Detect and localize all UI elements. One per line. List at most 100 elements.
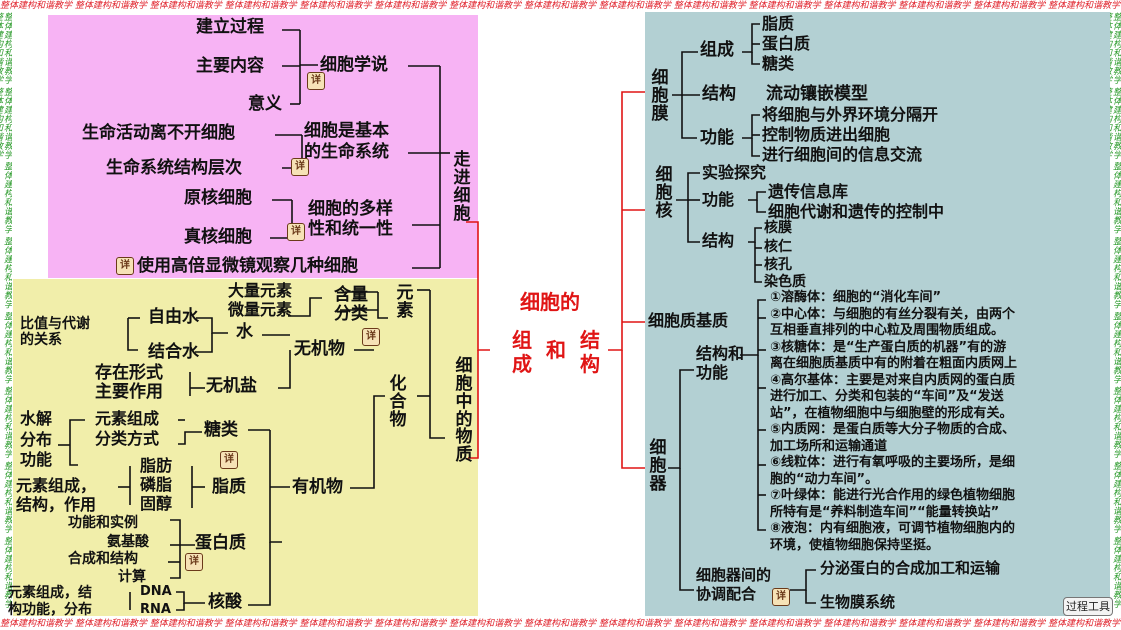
detail-badge-sugar[interactable]: 详 [220,451,238,469]
organelle-line: ⑧液泡：内有细胞液，可调节植物细胞内的 [770,521,1016,536]
node-nucleic: 核酸 [208,592,242,612]
leaf-chromatin: 染色质 [764,274,806,290]
leaf-protein-m: 蛋白质 [762,34,811,53]
node-nucleus-struct: 结构 [702,231,735,250]
center-title-gou: 构 [580,352,600,376]
node-struct-func-1: 结构和 [696,344,745,363]
organelle-line: 离在细胞质基质中有的附着在粗面内质网上 [770,356,1018,371]
leaf-salt-role: 主要作用 [95,382,163,402]
root-substances: 细胞中的物质 [455,356,473,466]
watermark-bottom: 整体建构和谐教学 整体建构和谐教学 整体建构和谐教学 整体建构和谐教学 整体建构… [0,619,1121,629]
node-organic: 有机物 [292,477,343,497]
node-cell-theory: 细胞学说 [320,55,388,75]
leaf-nuclear-membrane: 核膜 [764,220,792,236]
leaf-life-activity: 生命活动离不开细胞 [82,123,235,143]
leaf-control-center: 细胞代谢和遗传的控制中 [768,202,945,221]
node-protein: 蛋白质 [195,533,246,553]
leaf-sugar-m: 糖类 [762,54,795,73]
leaf-secretory: 分泌蛋白的合成加工和运输 [820,559,1001,577]
node-membrane-comp: 组成 [700,40,734,60]
organelle-line: 环境，使植物细胞保持坚挺。 [770,537,940,553]
detail-badge-microscope[interactable]: 详 [116,257,134,275]
leaf-bound-water: 结合水 [148,342,199,362]
leaf-build-process: 建立过程 [196,17,264,37]
detail-badge-cell-theory[interactable]: 详 [307,72,325,90]
leaf-biomembrane: 生物膜系统 [820,593,896,611]
detail-badge-coop[interactable]: 详 [772,588,790,606]
leaf-ratio-2: 的关系 [20,332,62,348]
panel-substances [13,279,478,616]
leaf-phospholipid: 磷脂 [140,475,173,494]
organelle-line: ③核糖体：是“生产蛋白质的机器”有的游 [770,339,1007,355]
leaf-function: 功能 [20,450,53,469]
detail-badge-diversity[interactable]: 详 [287,223,305,241]
organelle-line: 进行加工、分类和包装的“车间”及“发送 [770,389,1004,404]
node-lipid: 脂质 [212,477,246,497]
leaf-communicate: 进行细胞间的信息交流 [762,145,923,164]
leaf-fluid-mosaic: 流动镶嵌模型 [766,84,868,104]
watermark-right: 整体建构和谐教学 整体建构和谐教学 整体建构和谐教学 整体建构和谐教学 整体建构… [1109,12,1121,609]
organelle-line: ⑦叶绿体：能进行光合作用的绿色植物细胞 [770,488,1016,503]
tool-button[interactable]: 过程工具 [1063,597,1113,616]
leaf-genetic-bank: 遗传信息库 [768,182,849,201]
leaf-prokaryote: 原核细胞 [184,188,252,208]
organelle-line: ⑤内质网：是蛋白质等大分子物质的合成、 [770,422,1016,437]
node-water: 水 [236,322,253,342]
organelle-line: 站”，在植物细胞中与细胞壁的形成有关。 [770,405,1013,421]
node-nucleus-func: 功能 [702,190,735,209]
node-diversity-1: 细胞的多样 [308,199,393,219]
panel-intro [48,15,478,278]
leaf-significance: 意义 [248,94,282,114]
node-nucleus: 细胞核 [655,165,673,221]
leaf-sugar-elements: 元素组成 [95,409,160,428]
leaf-macro: 大量元素 [228,281,293,300]
leaf-lipid-sub-1: 元素组成， [16,476,97,495]
node-sugar: 糖类 [204,420,238,440]
leaf-main-content: 主要内容 [196,56,264,76]
node-content: 含量 [334,285,368,305]
center-title-jie: 结 [580,328,600,352]
watermark-top: 整体建构和谐教学 整体建构和谐教学 整体建构和谐教学 整体建构和谐教学 整体建构… [0,1,1121,11]
leaf-hydrolysis: 水解 [20,409,53,428]
leaf-fat: 脂肪 [140,456,173,475]
node-salt: 无机盐 [206,376,257,396]
node-elements: 元素 [396,283,414,321]
organelle-line: ④高尔基体：主要是对来自内质网的蛋白质 [770,372,1016,388]
leaf-microscope: 使用高倍显微镜观察几种细胞 [137,256,358,276]
leaf-sterol: 固醇 [140,494,173,513]
node-compounds: 化合物 [389,374,407,430]
node-struct-func-2: 功能 [696,363,729,382]
root-intro: 走进细胞 [453,150,471,224]
leaf-separate: 将细胞与外界环境分隔开 [762,105,939,124]
node-coop-2: 协调配合 [696,585,757,603]
leaf-nuclear-pore: 核孔 [764,257,792,273]
leaf-nucleic-sub-1: 元素组成，结 [8,585,92,601]
center-title-zu: 组 [512,328,532,352]
node-membrane-struct: 结构 [702,84,736,104]
leaf-ratio-1: 比值与代谢 [20,316,90,332]
panel-structure [645,12,1110,616]
node-basic-system-2: 的生命系统 [304,142,389,162]
leaf-life-levels: 生命系统结构层次 [106,158,242,178]
center-title-cheng: 成 [512,352,532,376]
leaf-lipid-m: 脂质 [762,14,795,33]
leaf-eukaryote: 真核细胞 [184,227,252,247]
leaf-sugar-classes: 分类方式 [95,429,160,448]
leaf-experiment: 实验探究 [702,163,767,182]
node-organelle: 细胞器 [649,438,667,494]
leaf-synthesis: 合成和结构 [68,551,138,567]
detail-badge-protein[interactable]: 详 [185,553,203,571]
leaf-nucleic-sub-2: 构功能，分布 [8,602,92,618]
leaf-nucleolus: 核仁 [764,239,792,255]
leaf-rna: RNA [140,602,171,617]
organelle-line: 互相垂直排列的中心粒及周围物质组成。 [770,323,1005,338]
watermark-left: 整体建构和谐教学 整体建构和谐教学 整体建构和谐教学 整体建构和谐教学 整体建构… [0,12,12,609]
node-inorganic: 无机物 [294,339,345,359]
leaf-lipid-sub-2: 结构，作用 [16,495,97,514]
organelle-line: ①溶酶体：细胞的“消化车间” [770,290,942,305]
leaf-dna: DNA [140,584,172,599]
organelle-line: ⑥线粒体：进行有氧呼吸的主要场所，是细 [770,455,1016,470]
leaf-distribution: 分布 [20,430,53,449]
detail-badge-basic-system[interactable]: 详 [291,158,309,176]
detail-badge-elements[interactable]: 详 [362,328,380,346]
